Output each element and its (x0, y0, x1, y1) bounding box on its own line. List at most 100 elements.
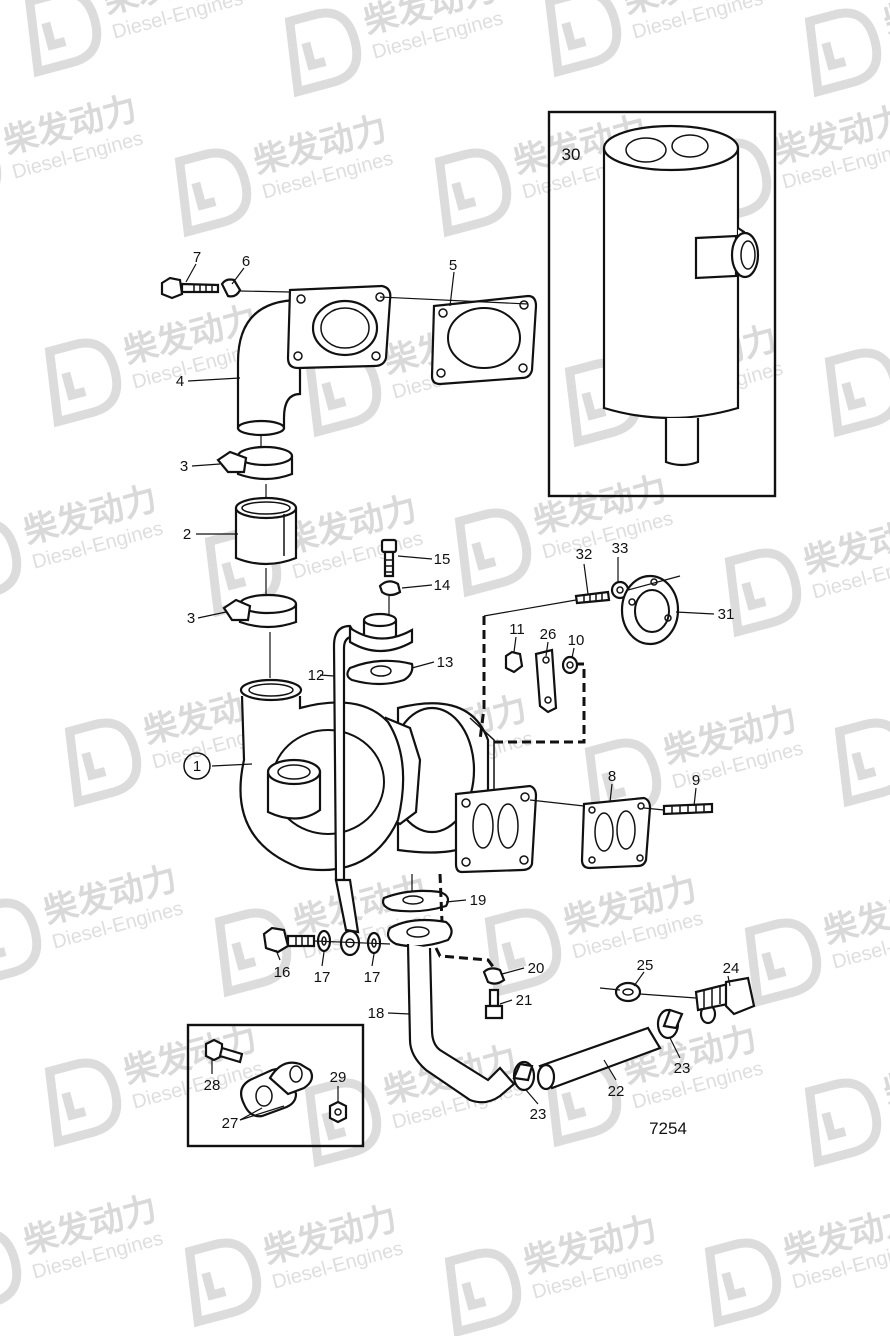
callout-23a: 23 (530, 1106, 547, 1123)
hose-clamp-23a (512, 1060, 536, 1092)
watermark-tile: 柴发动力 Diesel-Engines (174, 108, 395, 238)
drawing-number: 7254 (649, 1119, 687, 1138)
hose-sleeve (234, 496, 298, 566)
callout-1-circle (183, 752, 211, 780)
watermark-chinese: 柴发动力 (879, 1038, 890, 1112)
watermark-tile: 柴发动力 Diesel-Engines (544, 0, 765, 78)
washer-10 (561, 655, 579, 675)
callout-3-lower: 3 (187, 610, 195, 627)
leader-lines (185, 263, 731, 1121)
hose-clamp-23b (656, 1008, 684, 1040)
nut-29 (328, 1100, 348, 1124)
callout-4: 4 (176, 373, 184, 390)
watermark-tile: 柴发动力 Diesel-Engines (444, 1208, 665, 1336)
air-filter (602, 124, 760, 467)
callout-9: 9 (692, 772, 700, 789)
callout-21: 21 (516, 992, 533, 1009)
callout-5: 5 (449, 257, 457, 274)
callout-13: 13 (437, 654, 454, 671)
watermark-tile: 柴发动力 Diesel-Engines (704, 1198, 890, 1328)
watermark-tile: 柴发动力 Diesel-Engines (484, 868, 705, 998)
watermark-logo-icon (444, 1248, 522, 1336)
oil-drain-dashed-line (434, 873, 496, 969)
callout-30: 30 (562, 145, 581, 164)
watermark-logo-icon (0, 518, 22, 608)
watermark-logo-icon (804, 8, 882, 98)
watermark-logo-icon (724, 548, 802, 638)
watermark-tile: 柴发动力 Diesel-Engines (454, 468, 675, 598)
oil-drain-pipe-18 (386, 918, 516, 1104)
flange-gasket (430, 294, 538, 386)
watermark-tile: 柴发动力 Diesel-Engines (824, 348, 890, 438)
watermark-tile: 柴发动力 Diesel-Engines (184, 1198, 405, 1328)
watermark-tile: 柴发动力 Diesel-Engines (0, 858, 185, 988)
callout-29: 29 (330, 1069, 347, 1086)
watermark-tile: 柴发动力 Diesel-Engines (0, 88, 145, 218)
watermark-tile: 柴发动力 Diesel-Engines (0, 1188, 165, 1318)
watermark-logo-icon (824, 348, 890, 438)
callout-19: 19 (470, 892, 487, 909)
callout-32: 32 (576, 546, 593, 563)
callout-14: 14 (434, 577, 451, 594)
exhaust-gasket-8 (580, 796, 652, 870)
callout-11: 11 (509, 621, 525, 638)
callout-17b: 17 (364, 969, 381, 986)
watermark-logo-icon (304, 1078, 382, 1168)
watermark-tile: 柴发动力 Diesel-Engines (724, 508, 890, 638)
watermark-tile: 柴发动力 Diesel-Engines (744, 878, 890, 1008)
washer-6 (220, 278, 242, 298)
watermark-logo-icon (184, 1238, 262, 1328)
watermark-logo-icon (0, 898, 42, 988)
watermark-logo-icon (174, 148, 252, 238)
watermark-logo-icon (744, 918, 822, 1008)
watermark-logo-icon (544, 0, 622, 78)
watermark-logo-icon (804, 1078, 882, 1168)
nut-11 (504, 650, 524, 674)
callout-12: 12 (308, 667, 325, 684)
clip-inset-box (186, 1023, 365, 1148)
watermark-tile: 柴发动力 Diesel-Engines (804, 1038, 890, 1168)
callout-24: 24 (723, 960, 740, 977)
hose-22 (536, 1026, 662, 1091)
watermark-tile: 柴发动力 Diesel-Engines (804, 0, 890, 98)
callout-20: 20 (528, 960, 545, 977)
bolt-28 (204, 1038, 244, 1064)
callout-31: 31 (718, 606, 735, 623)
bolt-7 (160, 276, 220, 300)
callout-23b: 23 (674, 1060, 691, 1077)
callout-17a: 17 (314, 969, 331, 986)
callout-10: 10 (568, 632, 585, 649)
callout-labels: 7 6 5 4 3 2 3 30 15 14 32 33 31 11 26 10… (176, 145, 740, 1132)
watermark-logo-icon (454, 508, 532, 598)
callout-25: 25 (637, 957, 654, 974)
hose-clamp-upper (216, 445, 294, 481)
watermark-logo-icon (0, 1228, 22, 1318)
elbow-pipe (236, 284, 392, 437)
turbocharger-body (239, 678, 538, 874)
callout-16: 16 (274, 964, 291, 981)
callout-7: 7 (193, 249, 201, 266)
oil-drain-gasket-19 (381, 889, 450, 913)
callout-27: 27 (222, 1115, 239, 1132)
watermark-logo-icon (44, 338, 122, 428)
callout-3-upper: 3 (180, 458, 188, 475)
watermark-logo-icon (44, 1058, 122, 1148)
stud-9 (662, 802, 714, 816)
fitting-24 (694, 976, 756, 1016)
banjo-bolt-16 (262, 926, 316, 954)
callout-22: 22 (608, 1083, 625, 1100)
watermark-logo-icon (64, 718, 142, 808)
watermark-logo-icon (284, 8, 362, 98)
watermark-tile: 柴发动力 Diesel-Engines (284, 0, 505, 98)
bolt-21 (484, 988, 504, 1020)
watermark-tile: 柴发动力 Diesel-Engines (0, 478, 165, 608)
hose-clamp-lower (222, 593, 298, 629)
flange-31 (620, 574, 680, 646)
oil-pipe-gasket (346, 659, 414, 686)
watermark-logo-icon (484, 908, 562, 998)
stud-32 (574, 590, 611, 605)
watermark-logo-icon (834, 718, 890, 808)
watermark-tile: 柴发动力 Diesel-Engines (44, 298, 265, 428)
callout-33: 33 (612, 540, 629, 557)
